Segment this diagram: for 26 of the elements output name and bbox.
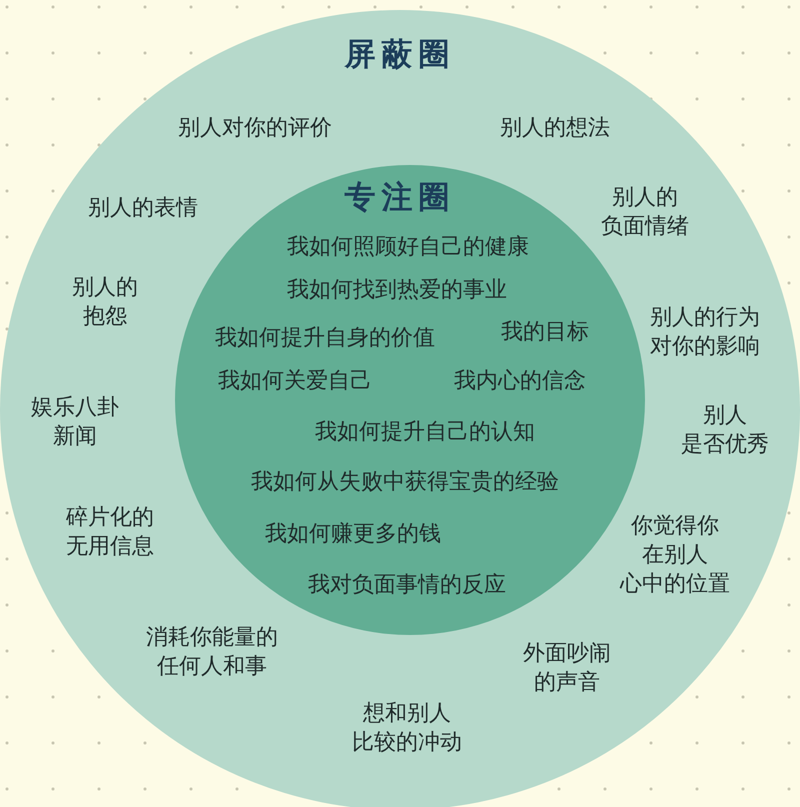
text-label: 娱乐八卦新闻 (31, 394, 119, 451)
text-label: 我对负面事情的反应 (308, 571, 506, 600)
text-label: 我如何提升自己的认知 (315, 418, 535, 446)
text-label: 消耗你能量的任何人和事 (146, 624, 278, 681)
text-label: 我如何照顾好自己的健康 (287, 233, 529, 262)
text-label: 我的目标 (501, 318, 589, 346)
circle-title: 专注圈 (344, 178, 456, 218)
text-label: 别人是否优秀 (681, 402, 769, 459)
text-label: 我如何找到热爱的事业 (287, 276, 507, 304)
text-label: 想和别人比较的冲动 (352, 700, 462, 757)
text-label: 你觉得你在别人心中的位置 (620, 512, 730, 599)
text-label: 别人的表情 (88, 194, 198, 222)
text-label: 我如何赚更多的钱 (265, 520, 441, 548)
text-label: 别人的负面情绪 (601, 184, 689, 241)
circle-title: 屏蔽圈 (344, 36, 456, 75)
text-label: 别人的行为对你的影响 (650, 304, 760, 361)
text-label: 别人的抱怨 (72, 274, 138, 331)
text-label: 我如何从失败中获得宝贵的经验 (251, 468, 559, 496)
text-label: 我内心的信念 (454, 367, 586, 396)
text-label: 碎片化的无用信息 (66, 504, 154, 561)
outer-circle (0, 10, 800, 807)
text-label: 我如何关爱自己 (218, 367, 372, 396)
text-label: 我如何提升自身的价值 (215, 324, 435, 352)
text-label: 外面吵闹的声音 (523, 640, 611, 697)
text-label: 别人对你的评价 (178, 114, 332, 142)
text-label: 别人的想法 (500, 114, 610, 142)
